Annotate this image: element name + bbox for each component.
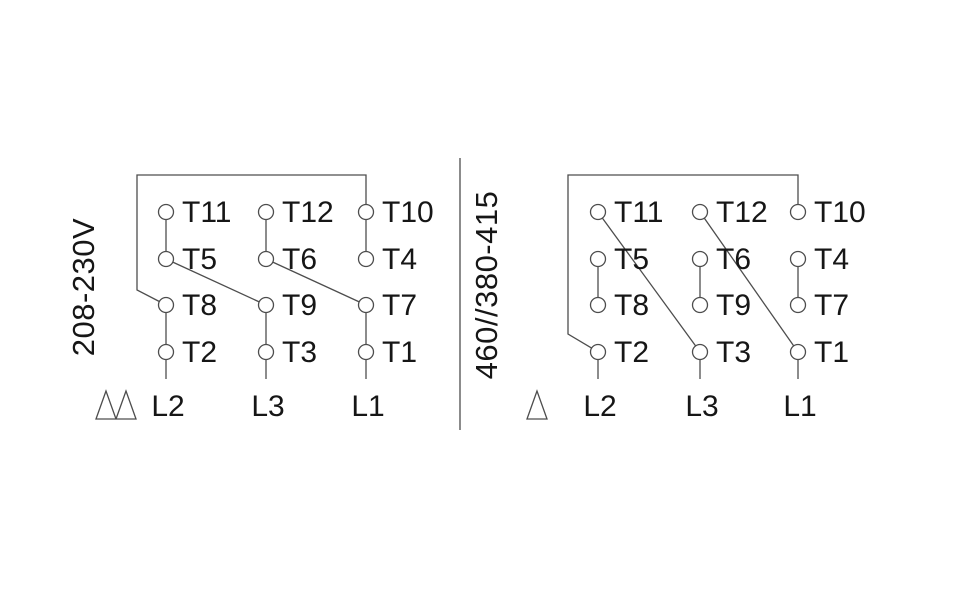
- line-label-l1: L1: [783, 390, 816, 423]
- terminal-t1: [789, 343, 807, 361]
- terminal-label-t7: T7: [814, 289, 849, 322]
- line-label-l3: L3: [251, 390, 284, 423]
- terminal-label-t5: T5: [614, 243, 649, 276]
- line-label-l2: L2: [151, 390, 184, 423]
- terminal-t1: [357, 343, 375, 361]
- terminal-label-t4: T4: [382, 243, 417, 276]
- terminal-t8: [589, 296, 607, 314]
- voltage-label-low: 208-230V: [66, 218, 101, 356]
- terminal-t10: [357, 203, 375, 221]
- terminal-label-t11: T11: [182, 196, 231, 229]
- line-label-l1: L1: [351, 390, 384, 423]
- terminal-t4: [789, 250, 807, 268]
- terminal-t12: [691, 203, 709, 221]
- double-delta-icon: [95, 389, 137, 420]
- wire-t12-t1: [703, 217, 795, 347]
- terminal-label-t1: T1: [382, 336, 417, 369]
- terminal-t11: [157, 203, 175, 221]
- terminal-label-t3: T3: [716, 336, 751, 369]
- terminal-t10: [789, 203, 807, 221]
- terminal-label-t8: T8: [614, 289, 649, 322]
- terminal-t9: [257, 296, 275, 314]
- terminal-label-t6: T6: [716, 243, 751, 276]
- terminal-label-t10: T10: [814, 196, 866, 229]
- terminal-label-t8: T8: [182, 289, 217, 322]
- terminal-t3: [691, 343, 709, 361]
- terminal-label-t2: T2: [182, 336, 217, 369]
- terminal-label-t10: T10: [382, 196, 434, 229]
- terminal-t6: [257, 250, 275, 268]
- terminal-t3: [257, 343, 275, 361]
- wire-t10-t8: [136, 174, 367, 303]
- terminal-t12: [257, 203, 275, 221]
- terminal-t6: [691, 250, 709, 268]
- terminal-t7: [357, 296, 375, 314]
- terminal-t7: [789, 296, 807, 314]
- wire-t6-t7: [272, 261, 360, 303]
- terminal-label-t3: T3: [282, 336, 317, 369]
- delta-icon: [526, 389, 548, 420]
- terminal-t8: [157, 296, 175, 314]
- line-label-l2: L2: [583, 390, 616, 423]
- line-label-l3: L3: [685, 390, 718, 423]
- terminal-label-t11: T11: [614, 196, 663, 229]
- terminal-t5: [157, 250, 175, 268]
- terminal-label-t5: T5: [182, 243, 217, 276]
- diagram-high-voltage: 460//380-415 T11: [469, 174, 866, 423]
- wire-t11-t3: [601, 217, 697, 347]
- terminal-label-t7: T7: [382, 289, 417, 322]
- terminal-t2: [157, 343, 175, 361]
- terminal-label-t1: T1: [814, 336, 849, 369]
- terminal-label-t9: T9: [716, 289, 751, 322]
- wire-t10-t2: [567, 174, 799, 349]
- terminal-label-t12: T12: [716, 196, 768, 229]
- terminal-t11: [589, 203, 607, 221]
- terminal-label-t6: T6: [282, 243, 317, 276]
- terminal-label-t4: T4: [814, 243, 849, 276]
- terminal-t2: [589, 343, 607, 361]
- terminal-label-t9: T9: [282, 289, 317, 322]
- diagram-low-voltage: 208-230V: [66, 174, 434, 423]
- terminal-label-t12: T12: [282, 196, 334, 229]
- terminal-label-t2: T2: [614, 336, 649, 369]
- terminal-t9: [691, 296, 709, 314]
- wire-t5-t9: [172, 261, 260, 303]
- voltage-label-high: 460//380-415: [469, 191, 504, 380]
- terminal-t5: [589, 250, 607, 268]
- terminal-t4: [357, 250, 375, 268]
